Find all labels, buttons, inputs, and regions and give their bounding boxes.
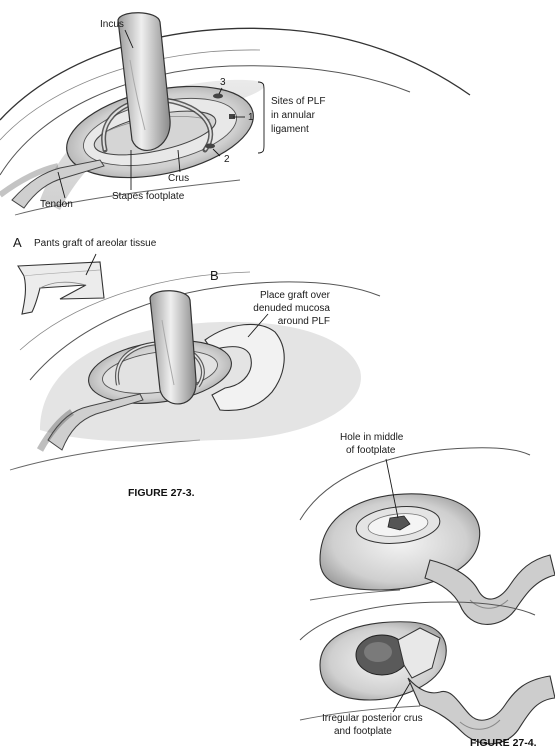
label-sites-line-2: in annular bbox=[271, 110, 316, 121]
label-hole-line-2: of footplate bbox=[346, 445, 396, 456]
label-sites-line-3: ligament bbox=[271, 124, 309, 135]
panel-a-labels: A Pants graft of areolar tissue bbox=[13, 235, 157, 250]
label-site-1: 1 bbox=[248, 112, 254, 123]
figure-27-4-upper-labels: Hole in middle of footplate bbox=[340, 432, 404, 456]
label-place-graft-line-1: Place graft over bbox=[260, 290, 331, 301]
label-sites-line-1: Sites of PLF bbox=[271, 96, 325, 107]
label-tendon: Tendon bbox=[40, 199, 73, 210]
label-site-3: 3 bbox=[220, 77, 226, 88]
label-stapes-footplate: Stapes footplate bbox=[112, 191, 185, 202]
panel-a-drawing bbox=[17, 253, 105, 315]
label-crus: Crus bbox=[168, 173, 189, 184]
top-panel-labels: Incus Sites of PLF in annular ligament 1… bbox=[40, 19, 325, 210]
label-place-graft-line-2: denuded mucosa bbox=[253, 303, 330, 314]
panel-b-letter: B bbox=[210, 268, 219, 283]
figure-27-4-upper-drawing bbox=[299, 447, 555, 625]
label-incus: Incus bbox=[100, 19, 124, 30]
top-panel-drawing bbox=[0, 12, 471, 216]
figure-27-4-caption: FIGURE 27-4. bbox=[470, 737, 537, 749]
label-irregular-line-2: and footplate bbox=[334, 726, 392, 737]
figure-27-4-lower-labels: Irregular posterior crus and footplate bbox=[322, 713, 423, 737]
label-hole-line-1: Hole in middle bbox=[340, 432, 404, 443]
panel-b-labels: B Place graft over denuded mucosa around… bbox=[210, 268, 331, 327]
label-pants-graft: Pants graft of areolar tissue bbox=[34, 238, 157, 249]
figure-27-3-caption: FIGURE 27-3. bbox=[128, 487, 195, 499]
label-place-graft-line-3: around PLF bbox=[278, 316, 330, 327]
panel-a-letter: A bbox=[13, 235, 22, 250]
label-irregular-line-1: Irregular posterior crus bbox=[322, 713, 423, 724]
panel-b-drawing bbox=[9, 271, 381, 471]
figure-27-4-lower-drawing bbox=[299, 601, 555, 745]
top-panel-leaders bbox=[57, 29, 265, 199]
label-site-2: 2 bbox=[224, 154, 230, 165]
